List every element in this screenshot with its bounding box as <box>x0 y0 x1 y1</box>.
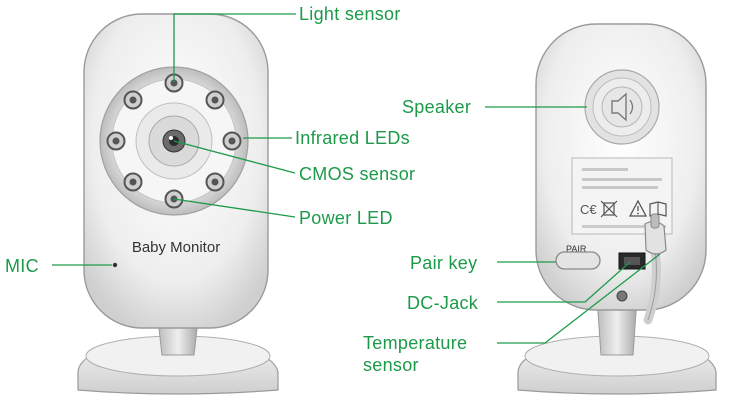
callout-speaker: Speaker <box>402 97 472 117</box>
callout-dc-jack: DC-Jack <box>407 293 479 313</box>
front-camera: Baby Monitor <box>77 13 279 395</box>
weee-bin-icon <box>600 200 618 218</box>
callout-temperature-sensor: Temperature sensor <box>363 333 467 375</box>
back-camera: C€ PAIR <box>517 23 717 395</box>
infrared-leds <box>106 73 242 209</box>
ir-led <box>205 90 225 110</box>
pair-button-label: PAIR <box>566 244 587 254</box>
callout-cmos-sensor: CMOS sensor <box>299 164 416 184</box>
screw-hole <box>616 290 628 302</box>
speaker-grille <box>584 69 660 145</box>
leader-temperature-sensor <box>497 253 661 344</box>
leader-cmos-sensor <box>173 140 296 174</box>
ce-mark: C€ <box>580 202 597 217</box>
callout-infrared-leds: Infrared LEDs <box>295 128 410 148</box>
callout-pair-key: Pair key <box>410 253 478 273</box>
leader-dc-jack <box>497 261 631 303</box>
ir-led <box>222 131 242 151</box>
warning-triangle-icon <box>628 199 648 217</box>
ir-led <box>106 131 126 151</box>
speaker-icon <box>611 92 627 122</box>
pair-key-button <box>555 251 601 270</box>
manual-book-icon <box>649 201 667 217</box>
callout-light-sensor: Light sensor <box>299 4 401 24</box>
ir-led <box>205 172 225 192</box>
leader-power-led <box>173 198 296 218</box>
callout-mic: MIC <box>5 256 39 276</box>
ir-led <box>123 172 143 192</box>
leader-lines <box>52 13 661 344</box>
callout-power-led: Power LED <box>299 208 393 228</box>
front-printed-label: Baby Monitor <box>132 239 220 256</box>
leader-light-sensor <box>173 13 296 82</box>
callout-temperature-line1: Temperature <box>363 333 468 353</box>
ir-led <box>123 90 143 110</box>
mic-hole <box>112 262 118 268</box>
callout-temperature-line2: sensor <box>363 355 419 375</box>
